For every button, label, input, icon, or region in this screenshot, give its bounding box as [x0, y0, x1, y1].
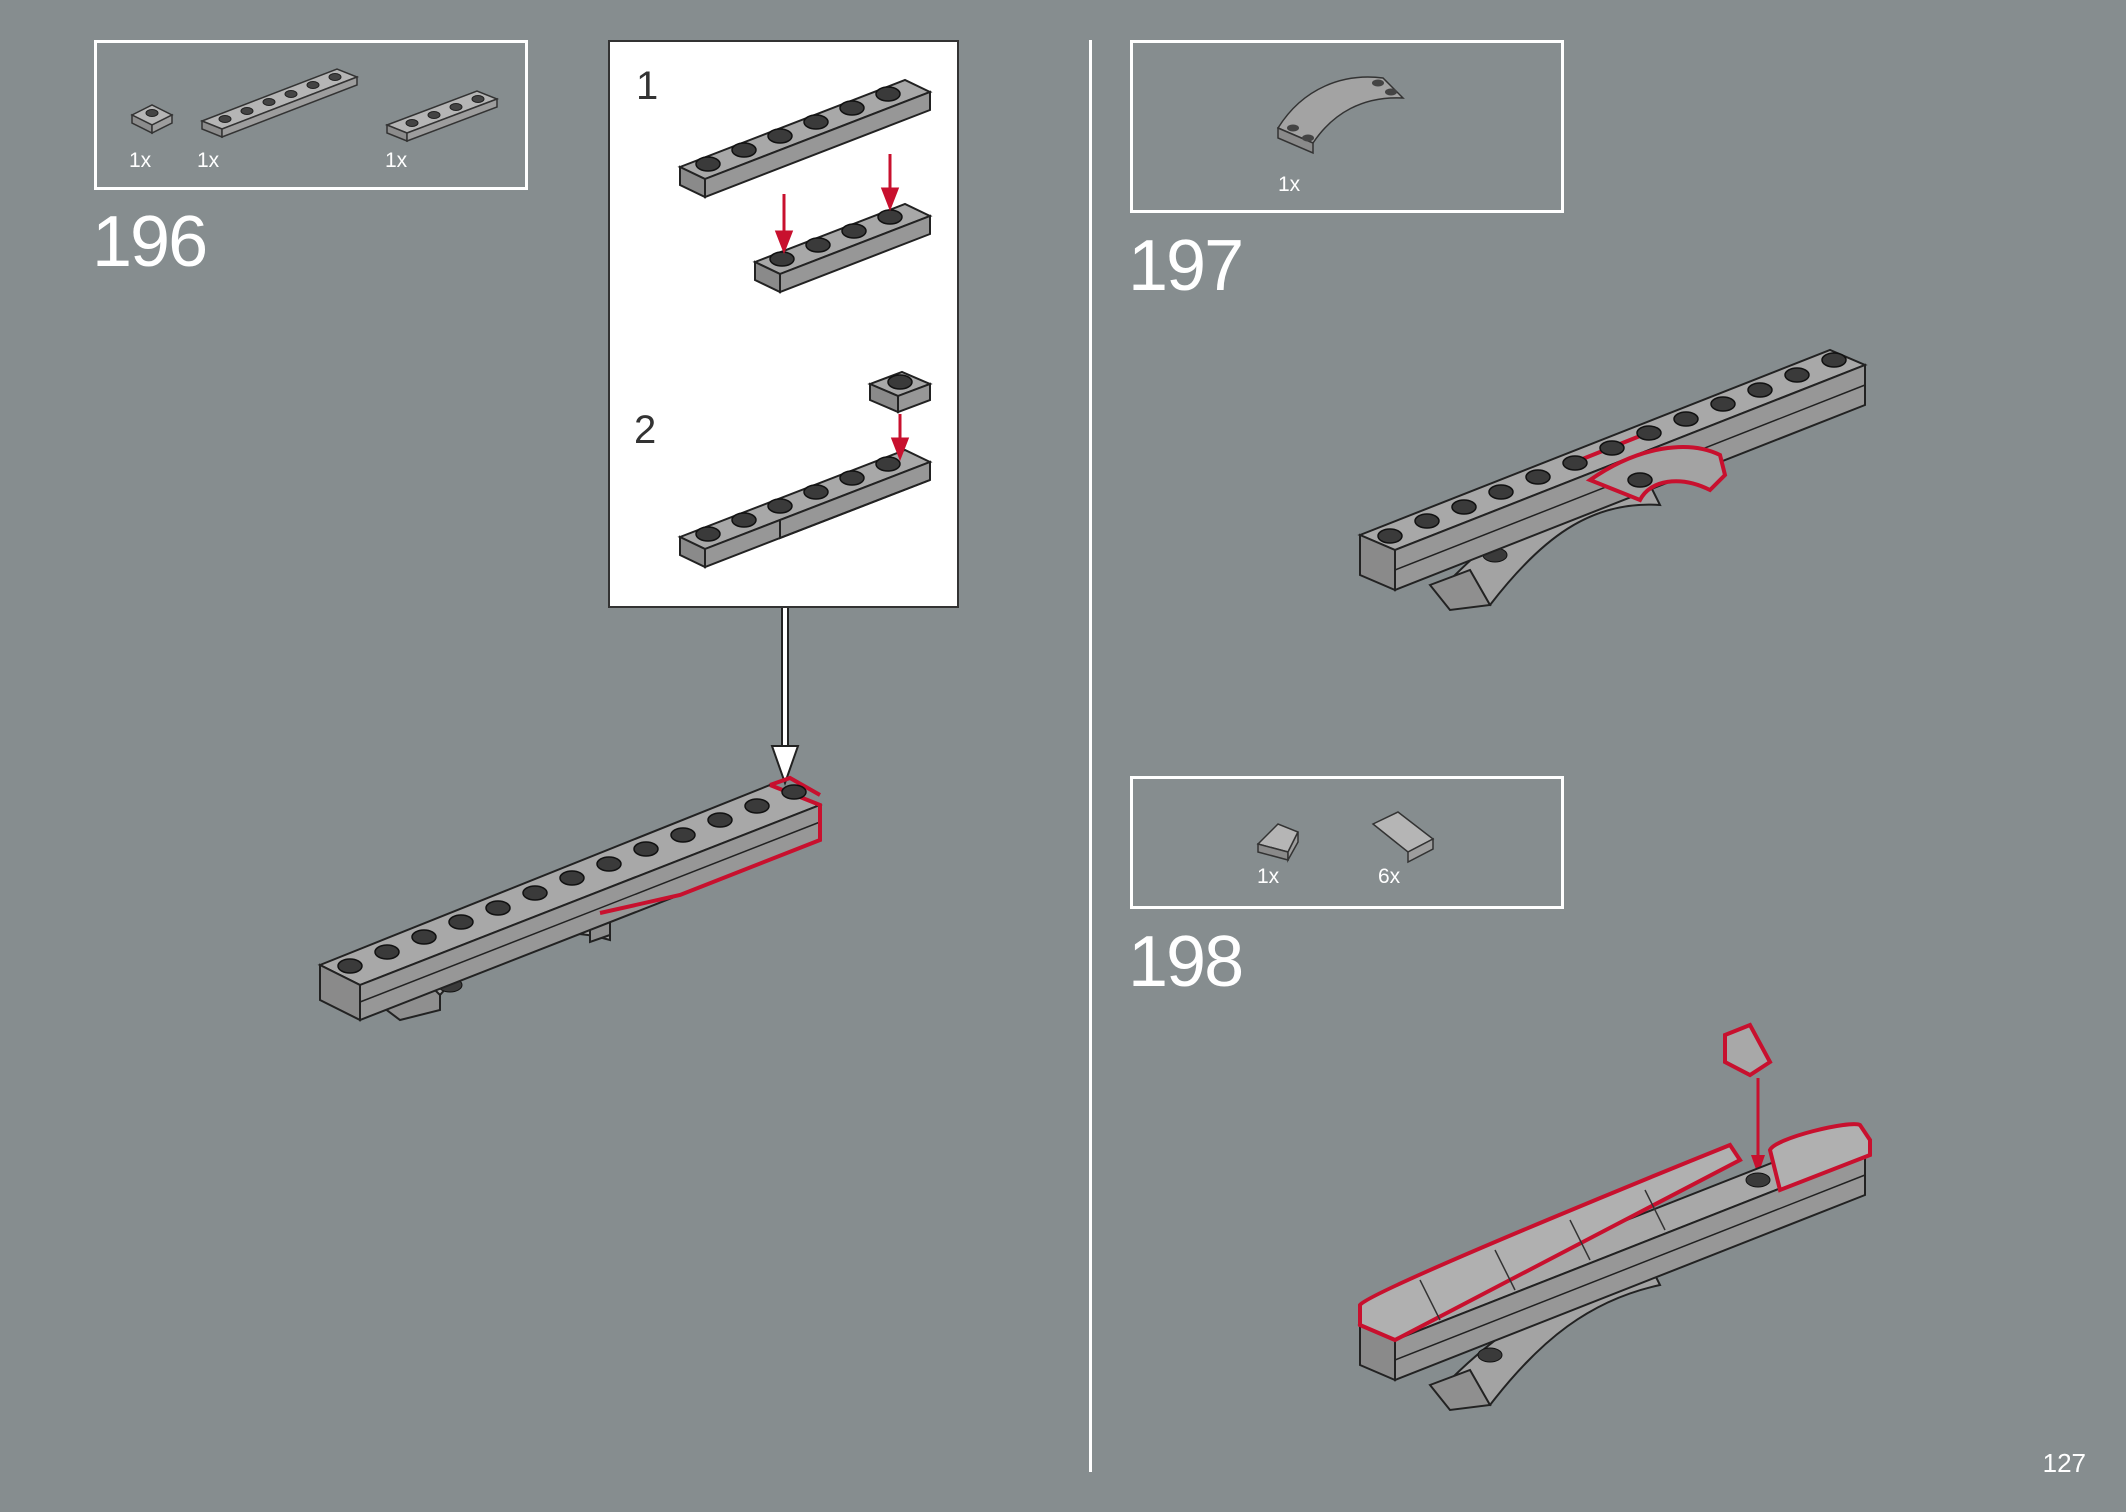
substep-number: 1 — [636, 64, 659, 108]
model-step-197 — [1357, 348, 1868, 612]
part-qty: 6x — [1378, 865, 1401, 888]
part-qty: 1x — [1278, 173, 1301, 196]
substep-2-illustration — [677, 370, 933, 569]
model-step-196 — [317, 775, 823, 1022]
plate-1x6-icon — [199, 68, 360, 139]
parts-box-197: 1x — [1130, 40, 1564, 213]
step-number: 198 — [1128, 922, 1244, 1002]
plate-1x1-icon — [130, 104, 174, 135]
model-step-198 — [1357, 1022, 1872, 1412]
part-qty: 1x — [129, 149, 152, 172]
callout-connector-arrow — [770, 608, 800, 787]
slope-small-icon — [1256, 823, 1300, 863]
page-divider — [1089, 40, 1092, 1472]
step-number: 197 — [1128, 226, 1244, 306]
parts-box-196: 1x 1x 1x — [94, 40, 528, 190]
page-number: 127 — [2042, 1448, 2086, 1478]
substep-1-illustration — [677, 78, 933, 294]
step-number: 196 — [92, 202, 208, 282]
parts-box-198: 1x 6x — [1130, 776, 1564, 909]
part-qty: 1x — [385, 149, 408, 172]
part-qty: 1x — [197, 149, 220, 172]
arch-plate-icon — [1276, 76, 1405, 155]
plate-1x4-icon — [384, 90, 500, 143]
part-qty: 1x — [1257, 865, 1280, 888]
substep-number: 2 — [634, 408, 657, 452]
subassembly-callout: 1 2 — [608, 40, 959, 608]
slope-large-icon — [1371, 811, 1435, 864]
